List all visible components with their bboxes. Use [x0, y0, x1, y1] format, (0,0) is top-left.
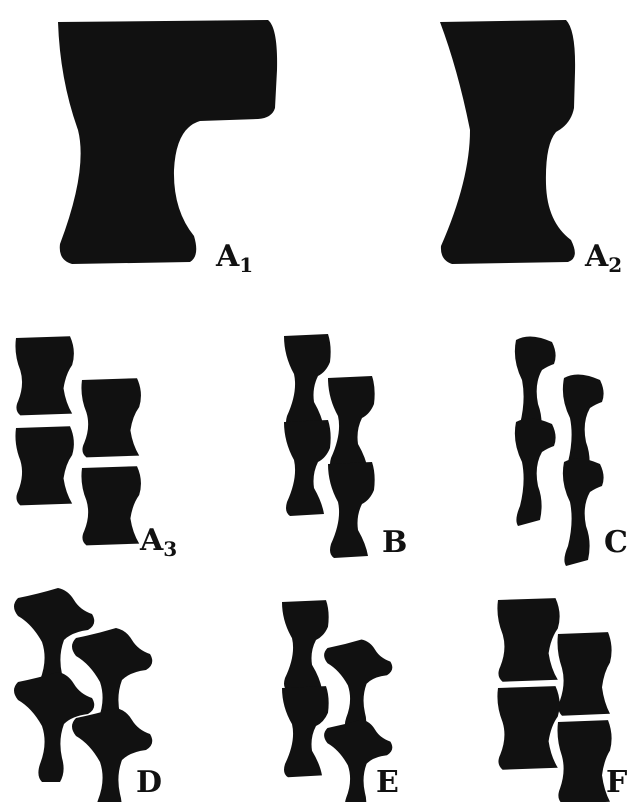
panel-label-a1: A1: [215, 239, 253, 277]
panel-d: [14, 588, 152, 802]
panel-a3: [15, 336, 141, 545]
label-letter: A: [584, 239, 609, 274]
vertebra-shape: [324, 640, 392, 734]
vertebra-shape: [282, 600, 329, 691]
panel-a1: [58, 20, 277, 264]
vertebra-shape-large: [440, 20, 575, 264]
label-subscript: 2: [608, 253, 622, 277]
label-subscript: 3: [163, 537, 177, 561]
panel-label-c: C: [604, 525, 628, 560]
vertebra-shape: [15, 336, 73, 415]
label-letter: A: [215, 239, 240, 274]
panel-label-a2: A2: [584, 239, 622, 277]
vertebra-shape: [515, 418, 556, 526]
vertebra-shape: [81, 378, 141, 457]
panel-a2: [440, 20, 575, 264]
panel-label-e: E: [376, 765, 399, 800]
label-letter: A: [139, 523, 164, 558]
panel-c: [515, 336, 604, 566]
vertebra-shape: [558, 632, 612, 716]
vertebra-shape: [15, 426, 73, 505]
vertebra-shape: [497, 598, 559, 682]
vertebra-shape: [81, 466, 141, 545]
vertebra-shape: [558, 720, 612, 802]
vertebra-shape: [284, 334, 331, 430]
vertebra-shape: [282, 686, 329, 777]
panel-label-a3: A3: [139, 523, 177, 561]
vertebra-shape: [497, 686, 559, 770]
panel-f: [497, 598, 611, 802]
vertebra-shape: [284, 420, 331, 516]
panel-label-d: D: [136, 765, 162, 800]
vertebra-shape: [328, 462, 375, 558]
panel-label-f: F: [606, 765, 627, 800]
vertebra-shape: [328, 376, 375, 472]
panel-b: [284, 334, 375, 558]
panel-label-b: B: [382, 525, 407, 560]
vertebra-shape-large: [58, 20, 277, 264]
vertebra-shape: [563, 458, 604, 566]
label-subscript: 1: [239, 253, 253, 277]
